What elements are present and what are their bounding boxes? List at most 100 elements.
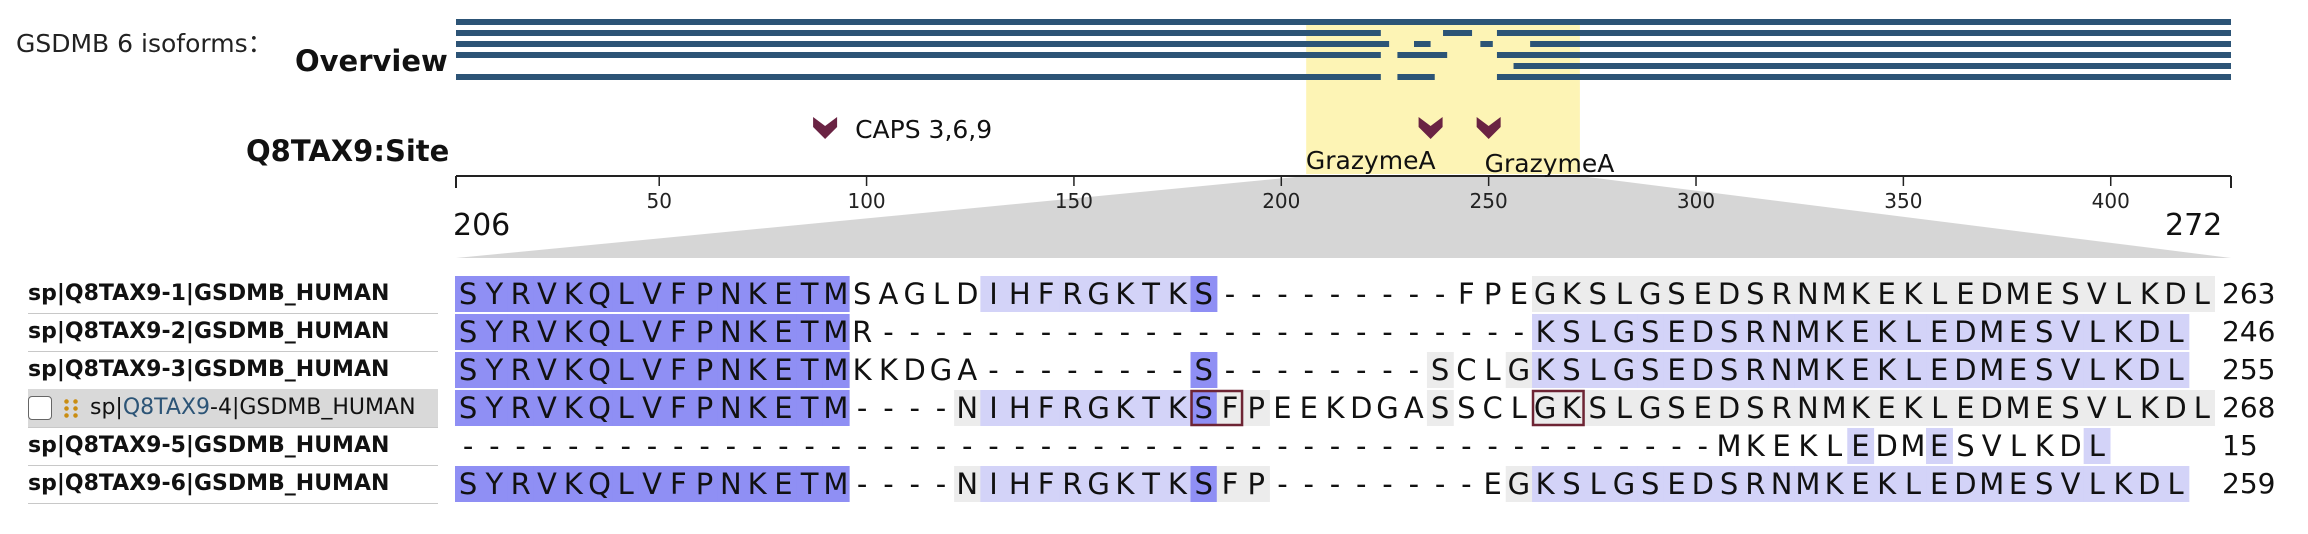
residue-highlight bbox=[612, 390, 640, 426]
site-marker-icon[interactable] bbox=[813, 117, 838, 139]
gap-char: - bbox=[1251, 353, 1261, 387]
overview-track-segment bbox=[1513, 63, 2231, 69]
residue: T bbox=[1141, 391, 1160, 425]
axis-tick-label: 400 bbox=[2092, 189, 2130, 213]
residue: E bbox=[1483, 467, 1501, 501]
residue-highlight bbox=[1190, 390, 1218, 426]
gap-char: - bbox=[1277, 429, 1287, 463]
residue-highlight bbox=[1689, 276, 1717, 312]
drag-handle-icon[interactable] bbox=[62, 398, 80, 418]
residue: K bbox=[748, 315, 768, 349]
residue: S bbox=[1562, 467, 1580, 501]
sequence-name[interactable]: sp|Q8TAX9-2|GSDMB_HUMAN bbox=[28, 319, 390, 344]
residue-highlight bbox=[743, 276, 771, 312]
gap-char: - bbox=[1277, 277, 1287, 311]
residue: G bbox=[1087, 391, 1109, 425]
sequence-name-prefix: sp| bbox=[90, 395, 123, 420]
residue: E bbox=[1956, 391, 1974, 425]
residue-highlight bbox=[1794, 276, 1822, 312]
gap-char: - bbox=[778, 429, 788, 463]
residue-highlight bbox=[2083, 352, 2111, 388]
sequence-name[interactable]: sp|Q8TAX9-1|GSDMB_HUMAN bbox=[28, 281, 390, 306]
residue-highlight bbox=[560, 314, 587, 350]
gap-char: - bbox=[1409, 277, 1419, 311]
residue: E bbox=[1851, 353, 1869, 387]
overview-track-segment bbox=[1397, 52, 1448, 58]
residue-highlight bbox=[954, 466, 981, 502]
residue: S bbox=[2035, 467, 2053, 501]
residue: K bbox=[564, 467, 584, 501]
residue-highlight bbox=[1899, 314, 1927, 350]
sequence-name[interactable]: sp|Q8TAX9-5|GSDMB_HUMAN bbox=[28, 433, 390, 458]
gap-char: - bbox=[1619, 429, 1629, 463]
residue: E bbox=[1877, 391, 1895, 425]
residue: L bbox=[2089, 315, 2105, 349]
residue-highlight bbox=[1558, 314, 1586, 350]
residue: E bbox=[1851, 429, 1869, 463]
sequence-name-selected[interactable]: sp|Q8TAX9-4|GSDMB_HUMAN bbox=[28, 389, 438, 427]
residue-highlight bbox=[1663, 390, 1691, 426]
gap-char: - bbox=[857, 429, 867, 463]
residue-highlight bbox=[743, 314, 771, 350]
residue-highlight bbox=[2057, 390, 2085, 426]
residue: G bbox=[1639, 391, 1661, 425]
gap-char: - bbox=[1514, 429, 1524, 463]
residue-highlight bbox=[533, 466, 561, 502]
residue-highlight bbox=[481, 276, 509, 312]
residue: K bbox=[1115, 277, 1135, 311]
residue-highlight bbox=[770, 352, 798, 388]
residue: G bbox=[1534, 391, 1556, 425]
gap-char: - bbox=[752, 429, 762, 463]
zoom-band bbox=[456, 176, 2231, 258]
residue-highlight bbox=[1059, 390, 1087, 426]
residue: E bbox=[1930, 353, 1948, 387]
sequence-accession-link[interactable]: Q8TAX9 bbox=[122, 395, 211, 420]
residue: M bbox=[2005, 277, 2030, 311]
residue: E bbox=[774, 315, 792, 349]
gap-char: - bbox=[909, 315, 919, 349]
row-checkbox[interactable] bbox=[28, 396, 52, 420]
residue: N bbox=[956, 391, 978, 425]
residue: M bbox=[1795, 467, 1820, 501]
residue: Y bbox=[485, 277, 504, 311]
gap-char: - bbox=[1015, 429, 1025, 463]
residue-highlight bbox=[1637, 390, 1664, 426]
sequence-end-position: 255 bbox=[2222, 353, 2276, 386]
residue-highlight bbox=[1032, 276, 1060, 312]
gap-char: - bbox=[988, 315, 998, 349]
residue-highlight bbox=[796, 466, 824, 502]
gap-char: - bbox=[1146, 315, 1156, 349]
residue: V bbox=[2061, 353, 2081, 387]
sequence-name[interactable]: sp|Q8TAX9-6|GSDMB_HUMAN bbox=[28, 471, 390, 496]
gap-char: - bbox=[1382, 353, 1392, 387]
residue-highlight bbox=[1663, 276, 1691, 312]
residue-highlight bbox=[980, 466, 1008, 502]
residue: D bbox=[1954, 467, 1976, 501]
residue-highlight bbox=[2109, 390, 2137, 426]
sequence-end-position: 268 bbox=[2222, 391, 2276, 424]
residue-highlight bbox=[1952, 390, 1980, 426]
residue: E bbox=[774, 277, 792, 311]
residue-highlight bbox=[2188, 276, 2215, 312]
gap-char: - bbox=[1251, 277, 1261, 311]
residue: D bbox=[956, 277, 978, 311]
site-box bbox=[1190, 389, 1244, 427]
residue: T bbox=[1141, 277, 1160, 311]
residue-highlight bbox=[743, 352, 771, 388]
gap-char: - bbox=[1435, 467, 1445, 501]
residue: D bbox=[1692, 467, 1714, 501]
range-start-label: 206 bbox=[453, 208, 511, 243]
residue-highlight bbox=[2136, 314, 2164, 350]
site-marker-icon[interactable] bbox=[1418, 117, 1443, 139]
sequence-name[interactable]: sp|Q8TAX9-3|GSDMB_HUMAN bbox=[28, 357, 390, 382]
residue: K bbox=[564, 315, 584, 349]
residue-highlight bbox=[954, 390, 981, 426]
residue-highlight bbox=[770, 466, 798, 502]
residue: G bbox=[1613, 353, 1635, 387]
residue: F bbox=[670, 353, 687, 387]
site-marker-icon[interactable] bbox=[1476, 117, 1501, 139]
residue: H bbox=[1009, 467, 1031, 501]
residue-highlight bbox=[586, 466, 614, 502]
residue: K bbox=[1851, 277, 1871, 311]
